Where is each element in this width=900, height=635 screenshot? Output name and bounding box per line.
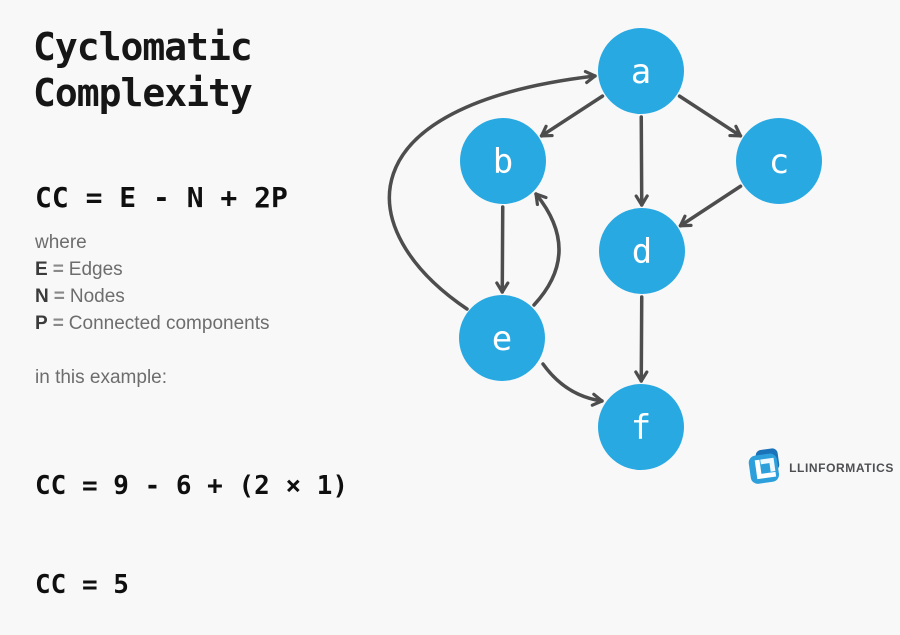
infographic-canvas: { "page": { "background": "#f8f8f8" }, "…	[0, 0, 900, 500]
logo-light-tile	[748, 453, 780, 485]
graph-edge-a-b	[542, 96, 603, 136]
control-flow-graph: a b c d e f	[0, 0, 900, 500]
brand-logo: LLINFORMATICS	[744, 441, 894, 493]
example-line-2: CC = 5	[35, 569, 348, 602]
graph-node-label-e: e	[492, 319, 512, 359]
node-layer: a b c d e f	[459, 28, 822, 470]
graph-node-label-b: b	[493, 142, 513, 182]
graph-edge-c-d	[680, 186, 740, 225]
ll-logo-icon	[744, 441, 785, 493]
graph-node-label-f: f	[631, 408, 651, 448]
graph-node-label-d: d	[632, 232, 652, 272]
edge-layer	[389, 76, 740, 401]
brand-name: LLINFORMATICS	[789, 461, 894, 475]
graph-edge-a-c	[680, 96, 741, 136]
graph-node-label-a: a	[631, 52, 651, 92]
graph-edge-e-b	[534, 194, 559, 305]
graph-node-label-c: c	[769, 142, 789, 182]
graph-edge-e-f	[543, 364, 602, 401]
